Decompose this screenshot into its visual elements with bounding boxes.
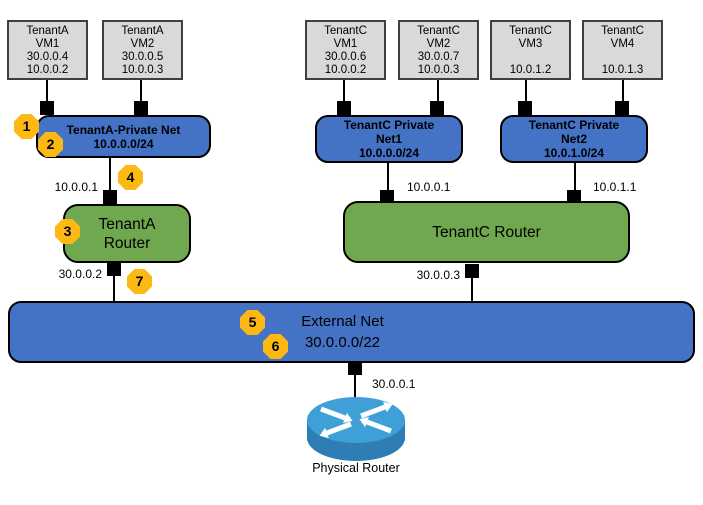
callout-badge-1: 1 [14,114,39,139]
link-netc1-routerc [387,163,389,204]
link-vm-c1-net [343,80,345,102]
router-tenantc: TenantC Router [343,201,630,263]
network-name: TenantC Private [343,118,435,132]
vm-ip-label [584,51,661,64]
network-name: External Net [301,313,384,330]
network-cidr: 30.0.0.0/22 [304,334,381,351]
ip-label-tenantc-external: 30.0.0.3 [416,268,460,282]
link-routera-external [113,276,115,301]
vm-box-tenantc-vm4: TenantC VM4 10.0.1.3 [582,20,663,80]
vm-box-tenanta-vm2: TenantA VM2 30.0.0.5 10.0.0.3 [102,20,183,80]
router-name: TenantA [98,215,156,233]
ip-label-physical-gateway: 30.0.0.1 [372,377,416,391]
port-icon [567,190,581,204]
network-name: Net2 [560,132,587,146]
vm-name-label: VM3 [518,38,543,50]
port-icon [134,101,148,115]
network-name: TenantC Private [528,118,620,132]
cisco-router-glyph [307,397,405,461]
port-icon [40,101,54,115]
vm-tenant-label: TenantA [121,25,164,37]
vm-name-label: VM1 [333,38,358,50]
link-vm-c4-net [622,80,624,102]
router-tenanta: TenantA Router [63,204,191,263]
link-netc2-routerc [574,163,576,204]
link-vm-a1-net [46,80,48,102]
vm-box-tenanta-vm1: TenantA VM1 30.0.0.4 10.0.0.2 [7,20,88,80]
vm-name-label: VM2 [426,38,451,50]
vm-ip-label: 30.0.0.5 [121,51,164,63]
callout-badge-4: 4 [118,165,143,190]
port-icon [430,101,444,115]
callout-badge-6: 6 [263,334,288,359]
link-external-physical [354,375,356,400]
callout-badge-5: 5 [240,310,265,335]
vm-ip-label: 30.0.0.6 [324,51,367,63]
physical-router-icon [305,392,407,464]
link-vm-a2-net [140,80,142,102]
vm-ip-label: 30.0.0.4 [26,51,69,63]
link-routerc-external [471,278,473,301]
vm-ip-label: 30.0.0.7 [417,51,460,63]
physical-router-label: Physical Router [312,461,400,475]
callout-badge-2: 2 [38,132,63,157]
router-name: TenantC Router [432,223,541,241]
vm-ip-label: 10.0.0.3 [417,64,460,76]
vm-ip-label: 10.0.0.2 [324,64,367,76]
network-cidr: 10.0.0.0/24 [358,146,420,160]
port-icon [107,262,121,276]
network-cidr: 10.0.1.0/24 [543,146,605,160]
network-external: External Net 30.0.0.0/22 [8,301,695,363]
network-name: TenantA-Private Net [66,122,181,137]
vm-ip-label: 10.0.0.2 [26,64,69,76]
vm-name-label: VM4 [610,38,635,50]
network-tenanta-private: TenantA-Private Net 10.0.0.0/24 [36,115,211,158]
ip-label-tenantc-net2-gateway: 10.0.1.1 [593,180,637,194]
vm-tenant-label: TenantC [601,25,644,37]
network-tenantc-private-net2: TenantC Private Net2 10.0.1.0/24 [500,115,648,163]
vm-box-tenantc-vm1: TenantC VM1 30.0.0.6 10.0.0.2 [305,20,386,80]
vm-box-tenantc-vm3: TenantC VM3 10.0.1.2 [490,20,571,80]
router-name: Router [103,234,151,252]
vm-box-tenantc-vm2: TenantC VM2 30.0.0.7 10.0.0.3 [398,20,479,80]
vm-ip-label: 10.0.0.3 [121,64,164,76]
link-vm-c3-net [525,80,527,102]
vm-ip-label [492,51,569,64]
link-vm-c2-net [437,80,439,102]
callout-badge-7: 7 [127,269,152,294]
link-neta-routera [109,158,111,204]
port-icon [348,361,362,375]
port-icon [615,101,629,115]
vm-tenant-label: TenantC [417,25,460,37]
vm-name-label: VM2 [130,38,155,50]
port-icon [337,101,351,115]
port-icon [380,190,394,204]
network-name: Net1 [375,132,402,146]
port-icon [465,264,479,278]
callout-badge-3: 3 [55,219,80,244]
port-icon [103,190,117,204]
vm-name-label: VM1 [35,38,60,50]
ip-label-tenantc-net1-gateway: 10.0.0.1 [407,180,451,194]
ip-label-tenanta-gateway: 10.0.0.1 [54,180,98,194]
network-tenantc-private-net1: TenantC Private Net1 10.0.0.0/24 [315,115,463,163]
vm-tenant-label: TenantC [509,25,552,37]
vm-ip-label: 10.0.1.3 [601,64,644,76]
network-cidr: 10.0.0.0/24 [93,136,154,151]
vm-ip-label: 10.0.1.2 [509,64,552,76]
vm-tenant-label: TenantC [324,25,367,37]
ip-label-tenanta-external: 30.0.0.2 [58,267,102,281]
vm-tenant-label: TenantA [26,25,69,37]
port-icon [518,101,532,115]
